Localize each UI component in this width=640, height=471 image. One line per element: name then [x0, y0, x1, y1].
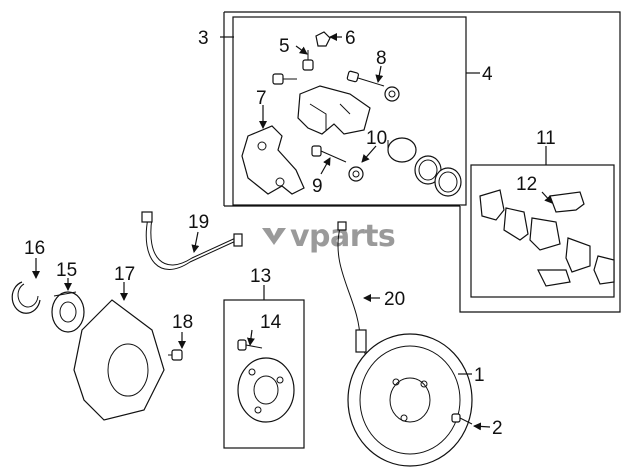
caliper-bracket-part [241, 125, 305, 195]
pad-clips-part [537, 191, 585, 287]
callout-16: 16 [24, 238, 45, 259]
piston-part [387, 137, 417, 163]
guide-pin-part [346, 70, 385, 87]
dust-shield-part [73, 299, 165, 421]
callout-11: 11 [536, 128, 556, 149]
hub-flange-part [237, 357, 295, 423]
shield-bolt-part [168, 349, 183, 361]
callout-labels: 3 4 5 6 7 8 9 10 11 12 13 14 15 16 17 18… [24, 28, 556, 439]
rotor-screw-part [451, 413, 473, 425]
dust-boot-part [348, 166, 364, 182]
bleeder-screw-part [302, 50, 314, 71]
vparts-logo: vparts [262, 219, 396, 254]
leader-lines [32, 33, 553, 431]
pad-kit-box [470, 164, 615, 298]
callout-19: 19 [188, 212, 209, 233]
callout-10: 10 [366, 128, 387, 149]
callout-9: 9 [312, 176, 323, 197]
callout-13: 13 [250, 266, 271, 287]
callout-17: 17 [114, 264, 135, 285]
bracket-bolt-part [311, 145, 347, 163]
callout-6: 6 [345, 28, 356, 49]
callout-1: 1 [474, 365, 485, 386]
snap-ring-part [11, 281, 41, 314]
brake-rotor-part [347, 333, 473, 467]
caliper-subassembly-box [232, 16, 467, 206]
callout-12: 12 [516, 174, 537, 195]
callout-18: 18 [172, 312, 193, 333]
callout-5: 5 [279, 36, 290, 57]
abs-sensor-part [337, 221, 367, 357]
wheel-bearing-part [51, 291, 85, 333]
piston-boot-part [434, 167, 462, 197]
caliper-assembly-box [223, 11, 621, 313]
bleeder-cap-part [315, 31, 331, 47]
guide-pin-boot-part [384, 86, 400, 102]
callout-20: 20 [384, 289, 405, 310]
callout-15: 15 [56, 260, 77, 281]
brake-pads-part [479, 189, 615, 285]
brake-hose-part [141, 211, 243, 270]
callout-8: 8 [376, 48, 387, 69]
callout-4: 4 [482, 64, 493, 85]
callout-14: 14 [260, 312, 282, 333]
callout-2: 2 [492, 418, 503, 439]
callout-3: 3 [198, 28, 209, 49]
caliper-bolt-part [272, 73, 297, 85]
caliper-body-part [297, 85, 371, 135]
callout-7: 7 [256, 88, 267, 109]
